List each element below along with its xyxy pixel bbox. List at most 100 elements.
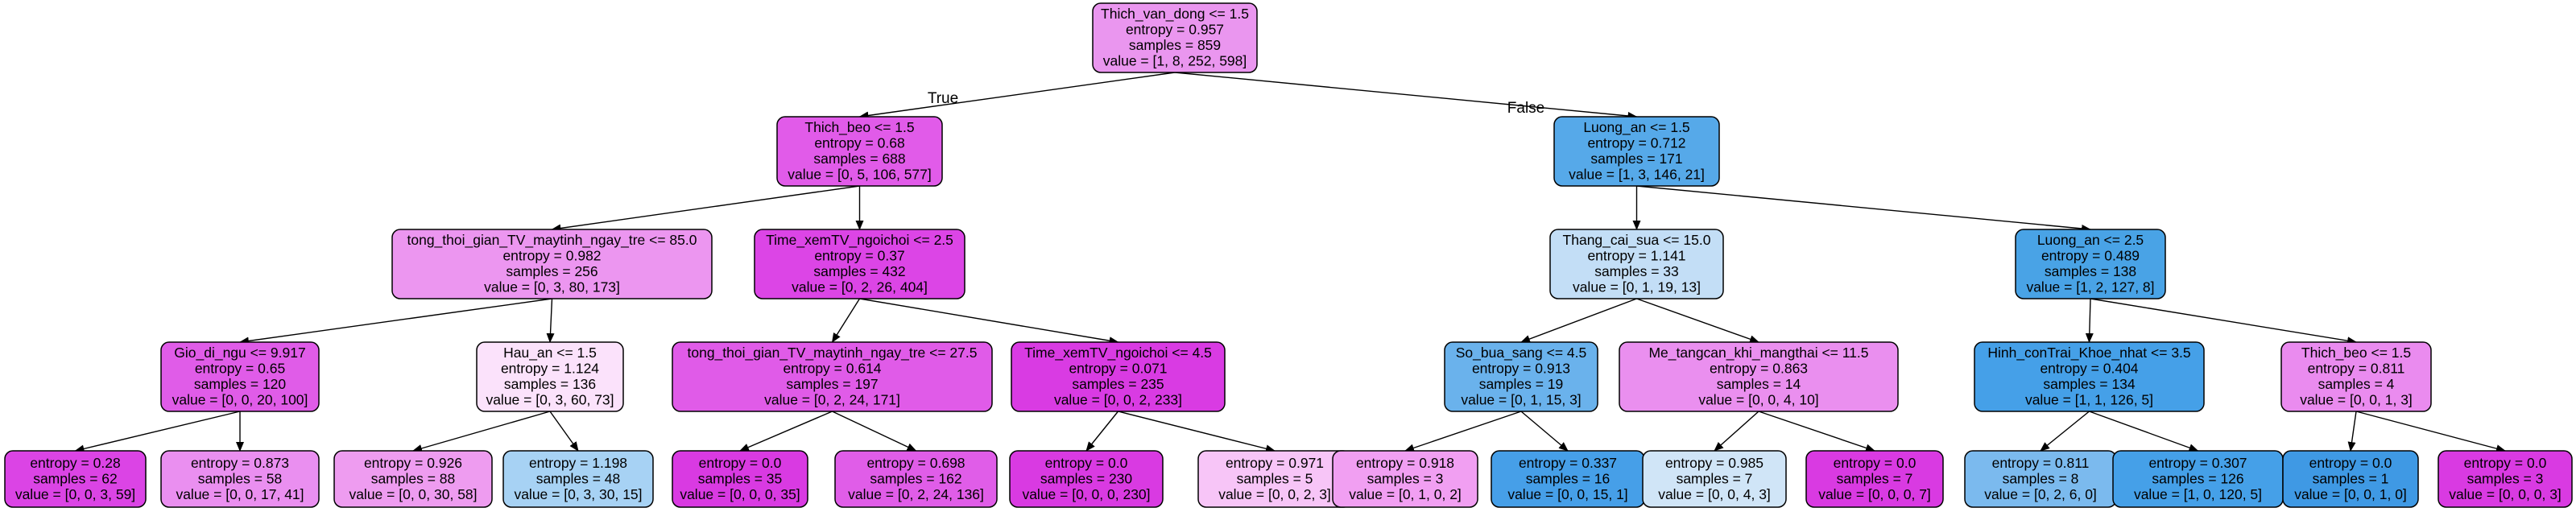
node-value-label: value = [0, 2, 24, 136] xyxy=(848,486,984,502)
node-entropy-label: entropy = 0.985 xyxy=(1665,455,1764,471)
node-entropy-label: entropy = 0.811 xyxy=(1992,455,2090,471)
node-split-condition: Luong_an <= 1.5 xyxy=(1583,119,1689,136)
node-box xyxy=(391,229,713,299)
node-entropy-label: entropy = 1.124 xyxy=(501,361,599,377)
node-entropy-label: entropy = 0.712 xyxy=(1587,135,1685,151)
node-value-label: value = [0, 0, 4, 10] xyxy=(1698,392,1818,408)
node-value-label: value = [0, 0, 2, 3] xyxy=(1218,486,1331,502)
node-value-label: value = [1, 8, 252, 598] xyxy=(1103,53,1247,69)
node-samples-label: samples = 88 xyxy=(371,470,456,486)
node-entropy-label: entropy = 0.926 xyxy=(364,455,462,471)
node-value-label: value = [0, 3, 60, 73] xyxy=(486,392,614,408)
node-samples-label: samples = 859 xyxy=(1129,37,1221,53)
tree-edge-n4-n10 xyxy=(859,298,1119,345)
node-value-label: value = [0, 2, 24, 171] xyxy=(764,392,900,408)
node-samples-label: samples = 432 xyxy=(813,263,905,279)
node-value-label: value = [0, 0, 17, 41] xyxy=(176,486,304,502)
node-samples-label: samples = 256 xyxy=(506,263,597,279)
node-entropy-label: entropy = 0.863 xyxy=(1710,361,1808,377)
node-value-label: value = [0, 5, 106, 577] xyxy=(788,167,932,183)
node-box xyxy=(1444,341,1598,412)
node-value-label: value = [0, 0, 0, 230] xyxy=(1022,486,1150,502)
node-samples-label: samples = 171 xyxy=(1590,151,1682,167)
node-box xyxy=(2282,450,2419,508)
node-samples-label: samples = 19 xyxy=(1479,376,1564,392)
node-entropy-label: entropy = 0.68 xyxy=(814,135,904,151)
node-value-label: value = [0, 0, 15, 1] xyxy=(1507,486,1627,502)
tree-edge-n2-n6 xyxy=(1636,185,2091,233)
node-samples-label: samples = 7 xyxy=(1837,470,1913,486)
tree-edge-n5-n12 xyxy=(1636,298,1759,344)
node-box xyxy=(776,116,943,187)
node-split-condition: Hau_an <= 1.5 xyxy=(503,345,597,361)
tree-edge-n8-n17 xyxy=(412,411,551,452)
node-entropy-label: entropy = 0.957 xyxy=(1126,22,1224,38)
node-value-label: value = [0, 1, 19, 13] xyxy=(1573,279,1701,295)
node-box xyxy=(1553,116,1720,187)
node-samples-label: samples = 48 xyxy=(536,470,621,486)
node-box xyxy=(1619,341,1899,412)
node-entropy-label: entropy = 0.918 xyxy=(1356,455,1454,471)
node-value-label: value = [0, 0, 0, 35] xyxy=(680,486,800,502)
node-samples-label: samples = 162 xyxy=(870,470,961,486)
node-entropy-label: entropy = 0.0 xyxy=(1045,455,1128,471)
node-value-label: value = [1, 1, 126, 5] xyxy=(2025,392,2153,408)
node-value-label: value = [0, 0, 3, 59] xyxy=(15,486,135,502)
node-value-label: value = [0, 2, 26, 404] xyxy=(792,279,928,295)
node-box xyxy=(754,229,965,299)
tree-edge-n10-n21 xyxy=(1085,411,1119,452)
node-box xyxy=(1805,450,1944,508)
node-value-label: value = [0, 0, 0, 7] xyxy=(1818,486,1931,502)
tree-split-node: tong_thoi_gian_TV_maytinh_ngay_tre <= 27… xyxy=(672,341,993,412)
node-samples-label: samples = 16 xyxy=(1526,470,1611,486)
tree-edge-n6-n13 xyxy=(2085,298,2094,343)
node-value-label: value = [0, 0, 30, 58] xyxy=(349,486,477,502)
node-split-condition: Hinh_conTrai_Khoe_nhat <= 3.5 xyxy=(1987,345,2190,361)
node-entropy-label: entropy = 0.404 xyxy=(2040,361,2138,377)
tree-edge-n12-n26 xyxy=(1758,411,1875,452)
node-entropy-label: entropy = 0.337 xyxy=(1519,455,1617,471)
node-entropy-label: entropy = 0.489 xyxy=(2041,248,2140,264)
node-split-condition: tong_thoi_gian_TV_maytinh_ngay_tre <= 85… xyxy=(407,232,697,249)
node-samples-label: samples = 14 xyxy=(1717,376,1801,392)
node-samples-label: samples = 136 xyxy=(504,376,596,392)
edge-label-false: False xyxy=(1507,100,1544,117)
node-samples-label: samples = 120 xyxy=(194,376,287,392)
tree-edge-n0-n2 xyxy=(1174,72,1638,120)
node-value-label: value = [0, 0, 1, 3] xyxy=(2300,392,2413,408)
node-split-condition: Thang_cai_sua <= 15.0 xyxy=(1563,232,1711,249)
tree-edge-n11-n24 xyxy=(1520,411,1569,452)
node-entropy-label: entropy = 0.971 xyxy=(1226,455,1324,471)
tree-edge-n13-n27 xyxy=(2040,411,2090,452)
tree-edge-n14-n29 xyxy=(2347,411,2357,452)
node-entropy-label: entropy = 0.28 xyxy=(30,455,120,471)
tree-edge-n6-n14 xyxy=(2090,298,2357,345)
node-value-label: value = [0, 3, 80, 173] xyxy=(484,279,620,295)
node-value-label: value = [0, 1, 0, 2] xyxy=(1349,486,1462,502)
node-entropy-label: entropy = 0.913 xyxy=(1472,361,1570,377)
node-box xyxy=(1332,450,1478,508)
node-box xyxy=(4,450,147,508)
node-box xyxy=(160,341,320,412)
node-split-condition: Time_xemTV_ngoichoi <= 4.5 xyxy=(1024,345,1212,361)
node-box xyxy=(2280,341,2432,412)
node-box xyxy=(1011,341,1226,412)
node-value-label: value = [0, 0, 2, 233] xyxy=(1054,392,1182,408)
